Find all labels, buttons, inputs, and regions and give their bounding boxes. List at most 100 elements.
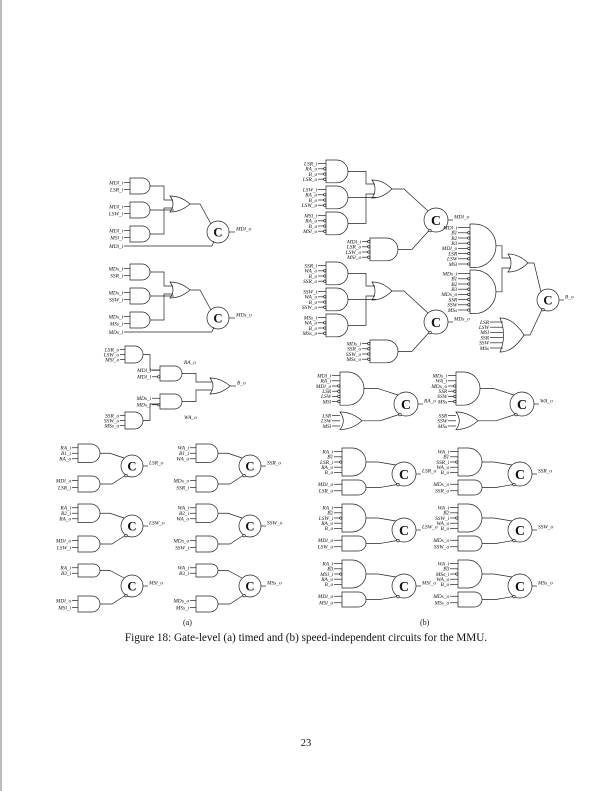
wire bbox=[348, 193, 375, 224]
signal-label: LSR_o bbox=[421, 469, 437, 475]
signal-label: RA_i bbox=[59, 446, 71, 452]
signal-label: WA_o bbox=[436, 577, 449, 583]
inversion-bubble bbox=[514, 412, 518, 417]
inversion-bubble bbox=[323, 198, 327, 202]
signal-label: SSR bbox=[449, 297, 458, 303]
signal-label: SSR_i bbox=[304, 263, 317, 269]
or-gate bbox=[169, 195, 191, 213]
signal-label: WA_o bbox=[436, 521, 449, 527]
signal-label: MSl_i bbox=[303, 213, 317, 219]
wire bbox=[211, 326, 215, 333]
signal-label: B_o bbox=[325, 582, 334, 588]
inversion-bubble bbox=[367, 240, 371, 244]
signal-label: MSl bbox=[322, 399, 332, 405]
signal-label: MSl_o bbox=[104, 357, 119, 363]
signal-label: B_o bbox=[309, 172, 318, 178]
signal-label: B_o bbox=[237, 381, 246, 387]
signal-label: RA_i bbox=[321, 449, 333, 455]
wire bbox=[496, 245, 511, 259]
c-element-glyph: C bbox=[127, 460, 136, 474]
sublabel-b: (b) bbox=[420, 618, 430, 627]
inversion-bubble bbox=[396, 594, 400, 599]
signal-label: RA_o bbox=[304, 193, 317, 199]
signal-label: MDl_o bbox=[317, 538, 334, 544]
and-gate bbox=[369, 237, 399, 262]
inversion-bubble bbox=[242, 473, 246, 478]
and-gate bbox=[457, 535, 483, 552]
wire bbox=[366, 484, 398, 488]
signal-label: MSs bbox=[447, 308, 457, 314]
signal-label: SSR_i bbox=[110, 273, 123, 279]
signal-label: WA_o bbox=[184, 415, 197, 421]
signal-label: LSW_o bbox=[103, 352, 120, 358]
inversion-bubble bbox=[242, 593, 246, 598]
wire bbox=[143, 403, 160, 421]
inversion-bubble bbox=[323, 229, 327, 233]
wire bbox=[398, 230, 430, 250]
signal-label: MDl_o bbox=[55, 538, 72, 544]
inversion-bubble bbox=[124, 593, 128, 598]
signal-label: SSR bbox=[439, 389, 448, 395]
signal-label: MSl_i bbox=[57, 605, 71, 611]
and-gate bbox=[195, 503, 219, 523]
inversion-bubble bbox=[323, 177, 327, 181]
and-gate bbox=[457, 591, 483, 608]
wire bbox=[392, 188, 429, 212]
and-gate bbox=[124, 411, 144, 430]
signal-label: LSW_o bbox=[345, 250, 362, 256]
signal-label: MSl bbox=[448, 262, 458, 268]
wire bbox=[218, 595, 244, 605]
c-element-glyph: C bbox=[431, 315, 441, 330]
wire bbox=[218, 535, 244, 545]
signal-label: LSR_o bbox=[104, 347, 120, 353]
and-gate bbox=[325, 261, 349, 286]
signal-label: SSR_i bbox=[436, 460, 449, 466]
signal-label: B3 bbox=[443, 567, 449, 573]
signal-label: WA_i bbox=[438, 449, 450, 455]
wire bbox=[100, 595, 126, 605]
signal-label: MDs_o bbox=[432, 482, 449, 488]
signal-label: LSR_i bbox=[303, 161, 318, 167]
signal-label: MSl_o bbox=[148, 581, 163, 587]
wire bbox=[190, 203, 212, 225]
signal-label: RA_o bbox=[320, 577, 333, 583]
wire bbox=[362, 414, 400, 422]
inversion-bubble bbox=[323, 203, 327, 207]
signal-label: MDl_i bbox=[108, 180, 124, 186]
and-gate bbox=[325, 287, 349, 312]
and-gate bbox=[129, 201, 151, 219]
and-gate bbox=[339, 371, 365, 406]
signal-label: SSW bbox=[447, 303, 457, 309]
and-gate bbox=[457, 447, 483, 477]
signal-label: MSs_o bbox=[537, 581, 553, 587]
inversion-bubble bbox=[337, 400, 341, 404]
and-gate bbox=[325, 313, 349, 338]
signal-label: SSW_o bbox=[104, 418, 120, 424]
c-element-glyph: C bbox=[399, 467, 409, 482]
signal-label: WA_o bbox=[436, 465, 449, 471]
signal-label: B2 bbox=[327, 511, 333, 517]
and-gate bbox=[341, 535, 367, 552]
or-gate bbox=[209, 377, 231, 395]
signal-label: SSW_i bbox=[109, 297, 124, 303]
signal-label: SSW_o bbox=[434, 545, 450, 551]
signal-label: MDl_o bbox=[315, 384, 332, 390]
c-element-glyph: C bbox=[515, 579, 525, 594]
inversion-bubble bbox=[467, 298, 471, 302]
signal-label: LSR_i bbox=[57, 485, 72, 491]
and-gate bbox=[325, 159, 349, 184]
signal-label: SSR_o bbox=[267, 461, 281, 467]
signal-label: RA_i bbox=[321, 561, 333, 567]
wire bbox=[182, 389, 212, 402]
signal-label: MDs_o bbox=[172, 598, 189, 604]
c-element-glyph: C bbox=[127, 520, 136, 534]
and-gate bbox=[159, 365, 183, 382]
signal-label: SSW bbox=[479, 341, 489, 347]
signal-label: SSR_i bbox=[176, 485, 189, 491]
signal-label: LSW_i bbox=[56, 545, 72, 551]
signal-label: MDl_i bbox=[136, 368, 152, 374]
signal-label: B1 bbox=[451, 277, 457, 283]
signal-label: SSW_i bbox=[303, 289, 318, 295]
signal-label: SSW_o bbox=[346, 352, 362, 358]
signal-label: B_o bbox=[325, 526, 334, 532]
